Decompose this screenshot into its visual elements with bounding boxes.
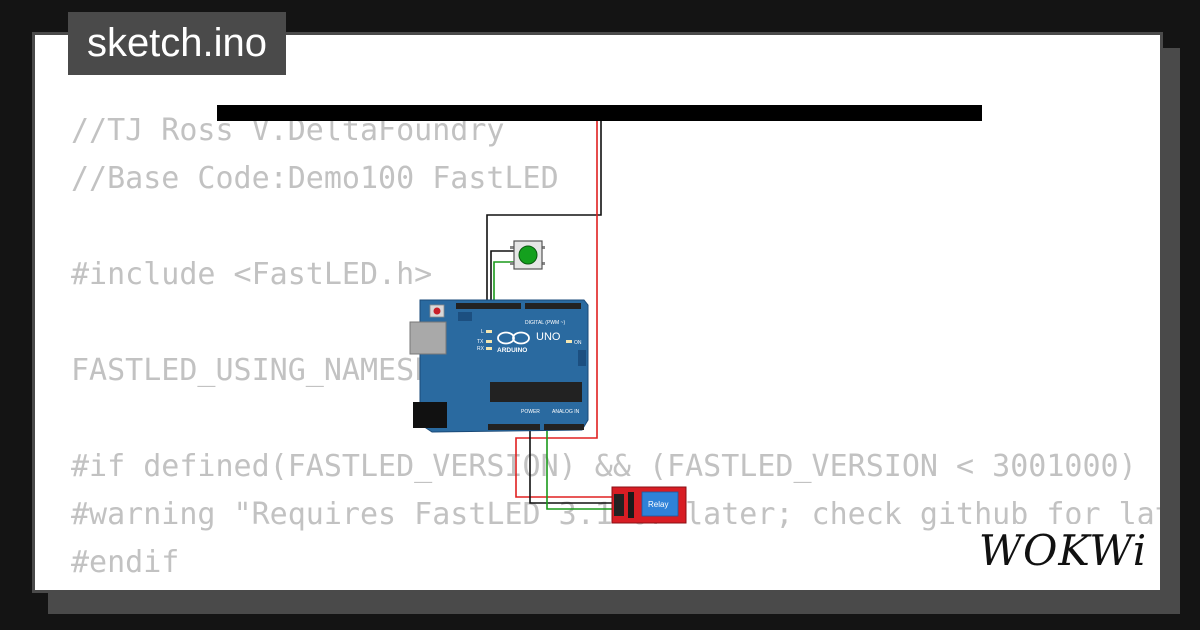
rx-indicator	[486, 347, 492, 350]
icsp2-header	[578, 350, 586, 366]
code-line: #include <FastLED.h>	[71, 257, 433, 292]
code-line: FASTLED_USING_NAMESPACE	[71, 353, 487, 388]
relay-cube	[641, 491, 679, 517]
wire-black-relay	[529, 428, 612, 504]
tx-indicator	[486, 340, 492, 343]
relay-pin-header	[614, 494, 624, 516]
power-label: POWER	[521, 409, 540, 415]
digital-header-1	[456, 303, 521, 309]
wire-red-strip-5v	[515, 121, 612, 498]
wire-black-strip-gnd	[486, 121, 602, 305]
relay-module[interactable]: Relay	[611, 486, 687, 524]
led-l-label: L	[481, 329, 484, 335]
power-header	[488, 424, 540, 430]
file-tab[interactable]: sketch.ino	[68, 12, 286, 75]
rx-label: RX	[477, 346, 485, 352]
reset-button-cap[interactable]	[433, 307, 441, 315]
brand-label: ARDUINO	[497, 347, 527, 354]
tx-label: TX	[477, 339, 484, 345]
usb-port	[409, 321, 447, 355]
on-indicator	[566, 340, 572, 343]
button-cap[interactable]	[518, 245, 538, 265]
code-line: //Base Code:Demo100 FastLED	[71, 161, 559, 196]
icsp-header	[458, 312, 472, 321]
digital-header-2	[525, 303, 581, 309]
push-button[interactable]	[510, 240, 545, 270]
analog-label: ANALOG IN	[552, 409, 580, 415]
wire-green-relay	[546, 428, 612, 510]
model-label: UNO	[536, 331, 561, 343]
arduino-uno-board[interactable]: DIGITAL (PWM ~) UNO ARDUINO L TX RX ON P…	[409, 299, 589, 433]
wire-black-button	[490, 250, 514, 305]
code-line: #endif	[71, 545, 180, 580]
power-jack	[413, 402, 447, 428]
arduino-logo-icon	[497, 331, 530, 345]
led-strip[interactable]	[217, 105, 982, 121]
atmega-chip	[490, 382, 582, 402]
wokwi-logo: WOKWi	[976, 524, 1150, 578]
analog-header	[544, 424, 584, 430]
on-label: ON	[574, 340, 582, 346]
digital-label: DIGITAL (PWM ~)	[525, 320, 565, 326]
wire-green-button	[493, 261, 514, 305]
led-l-indicator	[486, 330, 492, 333]
relay-label: Relay	[648, 500, 668, 509]
code-line: #if defined(FASTLED_VERSION) && (FASTLED…	[71, 449, 1137, 484]
relay-terminal	[628, 492, 634, 518]
